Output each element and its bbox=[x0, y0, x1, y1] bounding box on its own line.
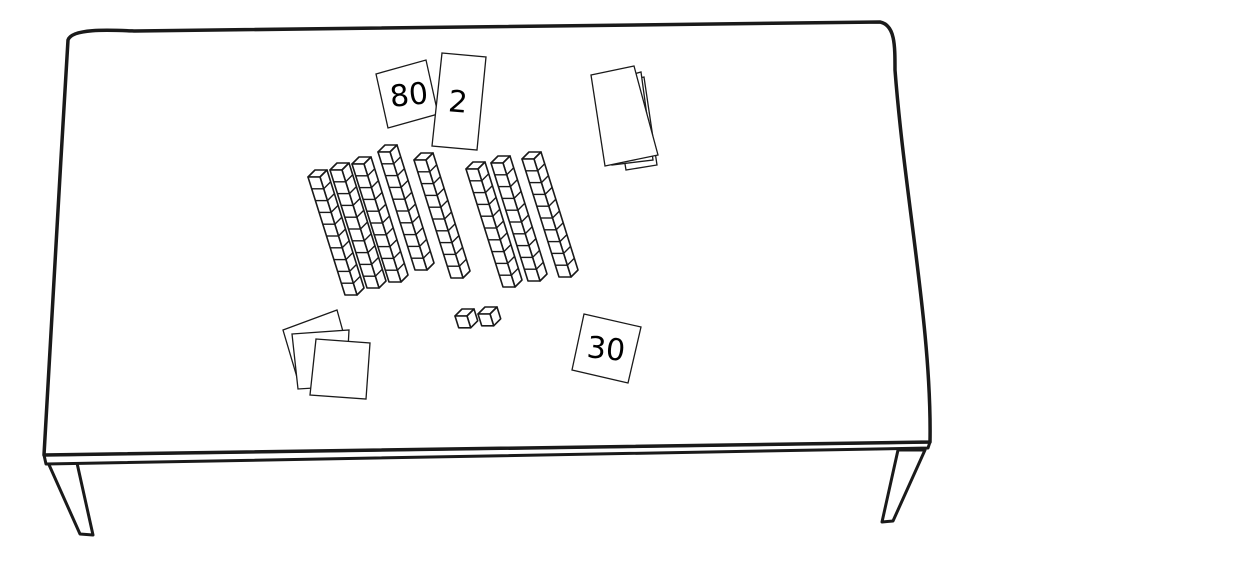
rod-cube-divider bbox=[411, 215, 420, 224]
rod-cube-divider bbox=[330, 204, 339, 213]
rod-cube-divider bbox=[548, 198, 557, 207]
card-80-label: 80 bbox=[388, 76, 430, 115]
rod-cube-divider bbox=[481, 173, 490, 182]
rod-cube-divider bbox=[323, 181, 332, 190]
rod-cube-divider bbox=[341, 240, 350, 249]
rod-cube-divider bbox=[326, 193, 335, 202]
rod-cube-divider bbox=[492, 208, 501, 217]
card-2-label: 2 bbox=[447, 84, 469, 121]
rod-cube-divider bbox=[385, 227, 394, 236]
rod-cube-divider bbox=[510, 267, 519, 276]
rod-cube-divider bbox=[400, 179, 409, 188]
card-30-label: 30 bbox=[585, 330, 627, 369]
rod-cube-divider bbox=[345, 174, 354, 183]
rod-cube-divider bbox=[503, 244, 512, 253]
rod-cube-divider bbox=[393, 250, 402, 259]
rod-cube-divider bbox=[393, 156, 402, 165]
base-ten-blocks bbox=[307, 144, 579, 329]
rod-cube-divider bbox=[458, 258, 467, 267]
rod-cube-divider bbox=[374, 191, 383, 200]
rod-cube-divider bbox=[334, 216, 343, 225]
card-30: 30 bbox=[571, 313, 642, 384]
rod-cube-divider bbox=[367, 245, 376, 254]
table-leg-right bbox=[880, 448, 927, 524]
rod-cube-divider bbox=[367, 168, 376, 177]
rod-cube-divider bbox=[447, 223, 456, 232]
rod-cube-divider bbox=[345, 252, 354, 261]
card-stack-bottom-left bbox=[282, 309, 371, 400]
card-2: 2 bbox=[431, 52, 487, 151]
rod-cube-divider bbox=[506, 167, 515, 176]
rod-cube-divider bbox=[532, 249, 541, 258]
rod-cube-divider bbox=[396, 262, 405, 271]
rod-cube-divider bbox=[566, 257, 575, 266]
rod-cube-divider bbox=[404, 191, 413, 200]
rod-cube-divider bbox=[415, 227, 424, 236]
rod-cube-divider bbox=[408, 203, 416, 212]
rod-cube-divider bbox=[440, 199, 449, 208]
rod-cube-divider bbox=[436, 187, 445, 196]
rod-cube-divider bbox=[513, 190, 522, 199]
rod-cube-divider bbox=[559, 234, 568, 243]
rod-cube-divider bbox=[555, 222, 564, 231]
rod-cube-divider bbox=[356, 209, 365, 218]
rod-cube-divider bbox=[535, 261, 544, 270]
rod-cube-divider bbox=[544, 186, 553, 195]
rod-cube-divider bbox=[521, 214, 529, 223]
rod-cube-divider bbox=[360, 221, 368, 230]
rod-cube-divider bbox=[422, 250, 431, 259]
rod-cube-divider bbox=[370, 180, 379, 189]
rod-cube-divider bbox=[488, 196, 497, 205]
rod-cube-divider bbox=[338, 228, 346, 237]
rod-cube-divider bbox=[563, 245, 572, 254]
rod-cube-divider bbox=[455, 246, 464, 255]
rod-cube-divider bbox=[552, 210, 560, 219]
card-80: 80 bbox=[375, 59, 439, 129]
rod-cube-divider bbox=[371, 256, 380, 265]
rod-cube-divider bbox=[537, 163, 546, 172]
rod-cube-divider bbox=[496, 220, 504, 229]
rod-cube-divider bbox=[382, 215, 390, 224]
rod-cube-divider bbox=[524, 226, 533, 235]
rod-cube-divider bbox=[352, 275, 361, 284]
rod-cube-divider bbox=[363, 233, 372, 242]
rod-front-face bbox=[477, 313, 495, 327]
rod-cube-divider bbox=[499, 232, 508, 241]
card-stack-top-right bbox=[590, 65, 659, 171]
rod-cube-divider bbox=[432, 176, 441, 185]
rod-front-face bbox=[454, 315, 472, 329]
rod-cube-divider bbox=[348, 186, 357, 195]
rod-cube-divider bbox=[378, 203, 387, 212]
rod-cube-divider bbox=[540, 175, 549, 184]
rod-cube-divider bbox=[528, 238, 537, 247]
rod-cube-divider bbox=[444, 211, 452, 220]
rod-cube-divider bbox=[509, 179, 518, 188]
rod-cube-divider bbox=[419, 238, 428, 247]
rod-cube-divider bbox=[389, 239, 398, 248]
rod-cube-divider bbox=[451, 235, 460, 244]
table-leg-left bbox=[44, 456, 95, 537]
rod-cube-divider bbox=[507, 255, 516, 264]
rod-cube-divider bbox=[429, 164, 438, 173]
rod-cube-divider bbox=[349, 263, 358, 272]
rod-cube-divider bbox=[484, 185, 493, 194]
rod-cube-divider bbox=[352, 197, 361, 206]
rod-cube-divider bbox=[374, 268, 383, 277]
rod-cube-divider bbox=[517, 202, 526, 211]
rod-cube-divider bbox=[396, 168, 405, 177]
